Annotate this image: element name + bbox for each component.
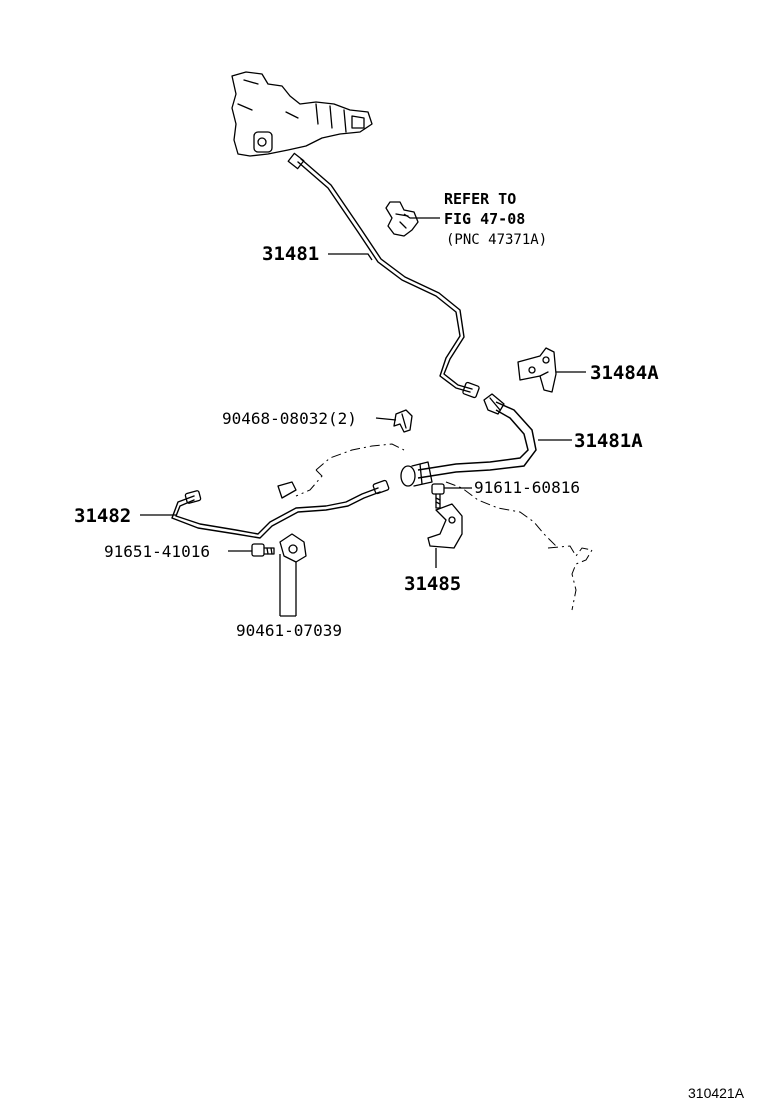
flare-nut-right xyxy=(372,479,390,495)
pipe-fitting xyxy=(277,481,297,499)
flare-nut-upper xyxy=(287,152,305,170)
label-90461: 90461-07039 xyxy=(236,621,342,640)
label-refer-line2: FIG 47-08 xyxy=(444,210,525,228)
label-91651: 91651-41016 xyxy=(104,542,210,561)
leader-lines xyxy=(140,213,586,617)
label-31481a: 31481A xyxy=(574,430,643,452)
body-outline xyxy=(295,443,593,611)
figure-code: 310421A xyxy=(688,1085,745,1101)
flare-nut-left xyxy=(184,490,202,504)
bolt-91651 xyxy=(251,543,275,557)
hose-31481a xyxy=(417,401,537,479)
bracket-31484a xyxy=(517,347,557,393)
bracket-31485 xyxy=(427,503,463,549)
label-31482: 31482 xyxy=(74,505,131,527)
hose-fitting-lower xyxy=(400,461,433,487)
label-91611: 91611-60816 xyxy=(474,478,580,497)
refer-clip-icon xyxy=(385,201,419,237)
label-31481: 31481 xyxy=(262,243,319,265)
bolt-91611 xyxy=(431,483,445,509)
hose-fitting-upper xyxy=(483,393,505,415)
label-refer-line1: REFER TO xyxy=(444,190,516,208)
flare-nut-lower xyxy=(462,381,480,399)
master-cylinder xyxy=(231,71,373,157)
pipe-31481 xyxy=(297,161,471,393)
label-31485: 31485 xyxy=(404,573,461,595)
pipe-31482 xyxy=(175,487,379,535)
label-90468: 90468-08032(2) xyxy=(222,409,357,428)
clip-90461 xyxy=(279,533,307,563)
label-refer-line3: (PNC 47371A) xyxy=(446,232,547,248)
clip-90468 xyxy=(393,409,413,433)
label-31484a: 31484A xyxy=(590,362,659,384)
